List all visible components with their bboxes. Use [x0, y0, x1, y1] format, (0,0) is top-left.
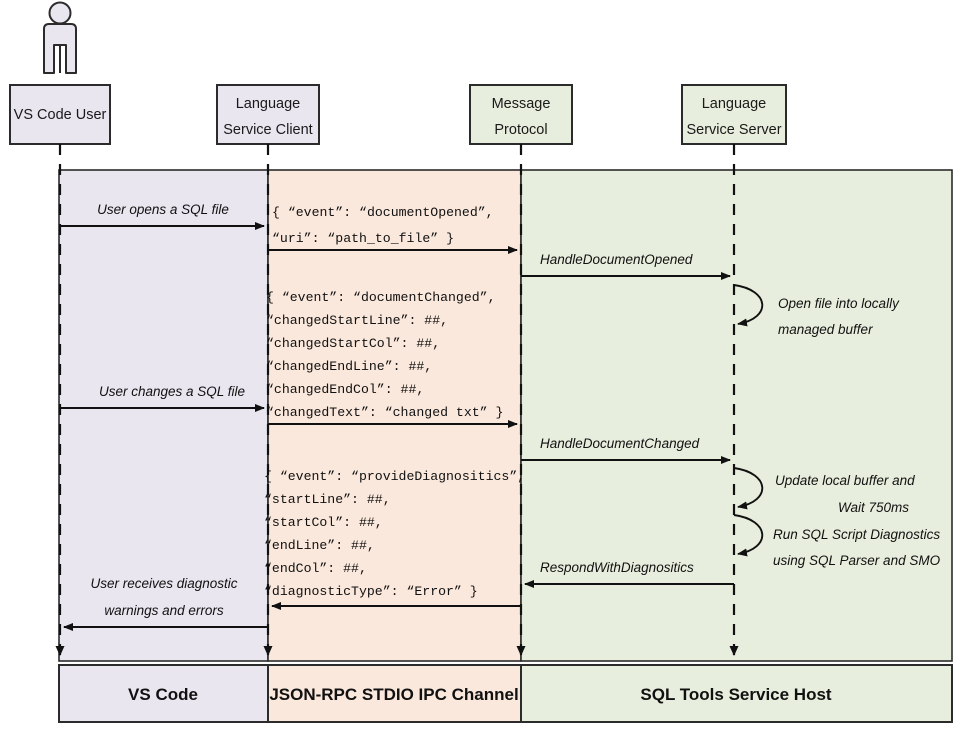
message-label: User receives diagnostic: [90, 576, 237, 591]
self-note-line: Update local buffer and: [775, 473, 915, 488]
payload-line: { “event”: “provideDiagnositics”,: [264, 469, 525, 484]
participant-box[interactable]: [469, 84, 573, 145]
lifeline-bands: [58, 169, 953, 662]
self-loop-arrow: [733, 284, 764, 327]
payload-line: “changedStartCol”: ##,: [266, 336, 440, 351]
payload-line: “changedStartLine”: ##,: [266, 313, 448, 328]
payload-document-changed: { “event”: “documentChanged”, “changedSt…: [266, 290, 503, 420]
message-label: RespondWithDiagnositics: [540, 560, 694, 575]
self-message-update-buffer: Update local buffer and Wait 750ms: [733, 467, 915, 515]
message-user-opens-sql-file: User opens a SQL file: [60, 202, 265, 230]
self-loop-arrow: [733, 467, 764, 510]
payload-document-opened: { “event”: “documentOpened”, “uri”: “pat…: [268, 205, 518, 254]
message-label: User changes a SQL file: [99, 384, 245, 399]
payload-line: “changedEndCol”: ##,: [266, 382, 424, 397]
vs-code-user-actor: [43, 1, 77, 74]
participant-language-service-client[interactable]: Language Service Client: [216, 84, 320, 145]
message-respond-with-diagnostics: RespondWithDiagnositics: [524, 560, 734, 588]
lifelines: [55, 144, 739, 656]
participant-label-line2: Service Server: [686, 122, 781, 138]
footer-label: JSON-RPC STDIO IPC Channel: [269, 685, 518, 704]
payload-provide-diagnostics: { “event”: “provideDiagnositics”, “start…: [264, 469, 525, 599]
message-user-changes-sql-file: User changes a SQL file: [60, 384, 265, 412]
payload-line: “changedText”: “changed txt” }: [266, 405, 503, 420]
message-label: HandleDocumentChanged: [540, 436, 700, 451]
participant-message-protocol[interactable]: Message Protocol: [469, 84, 573, 145]
participant-vs-code-user[interactable]: VS Code User: [9, 84, 111, 145]
participant-label-line2: Service Client: [223, 122, 312, 138]
self-note-line: using SQL Parser and SMO: [773, 553, 941, 568]
payload-line: “endLine”: ##,: [264, 538, 375, 553]
participant-label-line2: Protocol: [494, 122, 547, 138]
payload-line: “endCol”: ##,: [264, 561, 367, 576]
payload-line: “diagnosticType”: “Error” }: [264, 584, 478, 599]
participant-box[interactable]: [9, 84, 111, 145]
participant-label-line1: Language: [702, 96, 767, 112]
participant-label-line1: VS Code User: [14, 107, 107, 123]
person-icon-head: [48, 1, 72, 25]
footer-label: SQL Tools Service Host: [640, 685, 831, 704]
message-handle-document-opened: HandleDocumentOpened: [521, 252, 731, 280]
self-note-line: Open file into locally: [778, 296, 900, 311]
self-note-line: managed buffer: [778, 322, 873, 337]
payload-line: “uri”: “path_to_file” }: [272, 231, 454, 246]
payload-line: “startCol”: ##,: [264, 515, 383, 530]
person-icon-body: [43, 23, 77, 74]
footer-ipc-channel: [267, 664, 522, 723]
footer-vs-code: [58, 664, 269, 723]
footer-label: VS Code: [128, 685, 198, 704]
payload-line: { “event”: “documentOpened”,: [272, 205, 494, 220]
footer-tools-host: [520, 664, 953, 723]
band-tools-host: [520, 169, 953, 662]
self-note-line: Wait 750ms: [838, 500, 909, 515]
payload-line: “startLine”: ##,: [264, 492, 391, 507]
self-message-run-diagnostics: Run SQL Script Diagnostics using SQL Par…: [733, 514, 941, 568]
footer-bars: VS Code JSON-RPC STDIO IPC Channel SQL T…: [58, 664, 953, 723]
payload-line: { “event”: “documentChanged”,: [266, 290, 496, 305]
participant-label-line1: Message: [492, 96, 551, 112]
message-label: User opens a SQL file: [97, 202, 229, 217]
message-user-receives-diagnostics: User receives diagnostic warnings and er…: [63, 576, 268, 631]
message-label: HandleDocumentOpened: [540, 252, 693, 267]
message-handle-document-changed: HandleDocumentChanged: [521, 436, 731, 464]
participant-label-line1: Language: [236, 96, 301, 112]
payload-line: “changedEndLine”: ##,: [266, 359, 432, 374]
self-message-open-file: Open file into locally managed buffer: [733, 284, 900, 337]
participant-language-service-server[interactable]: Language Service Server: [681, 84, 787, 145]
band-vs-code: [58, 169, 269, 662]
message-label: warnings and errors: [104, 603, 224, 618]
band-ipc-channel: [267, 169, 522, 662]
self-loop-arrow: [733, 514, 764, 557]
self-note-line: Run SQL Script Diagnostics: [773, 527, 940, 542]
